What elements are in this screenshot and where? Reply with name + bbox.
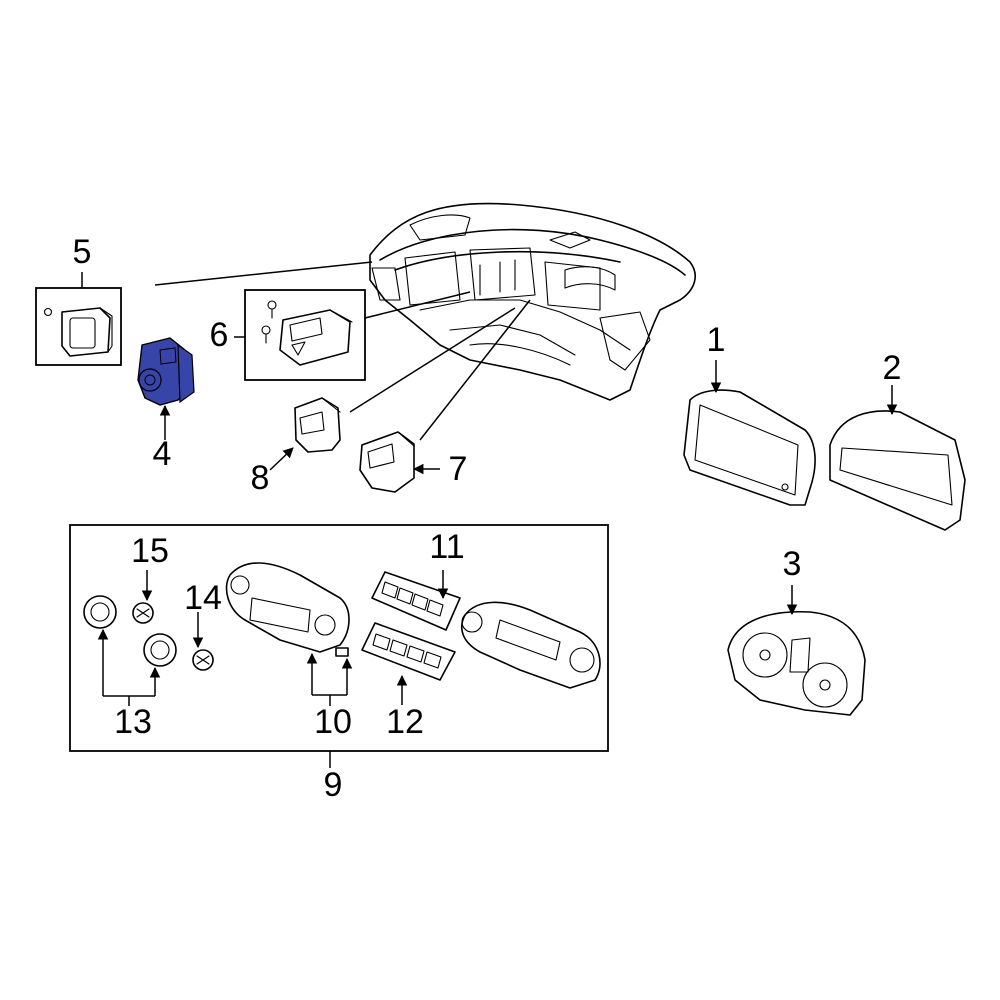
part-10-control-panel — [225, 562, 350, 657]
callout-15: 15 — [131, 532, 169, 570]
callout-1: 1 — [707, 321, 726, 359]
callout-11: 11 — [429, 528, 464, 566]
part-4-switch-highlighted — [137, 337, 195, 406]
dashboard-drawing — [369, 202, 696, 401]
part-15-knob-cap — [132, 602, 154, 624]
part-11-button-bank — [371, 571, 461, 631]
part-14-knob-cap — [192, 649, 214, 671]
callout-6: 6 — [210, 316, 229, 354]
callout-13: 13 — [114, 703, 152, 741]
callout-12: 12 — [386, 703, 424, 741]
part-7-switch — [359, 431, 415, 493]
part-3-gauge-cluster — [727, 610, 866, 716]
part-13-knob-b — [143, 633, 177, 667]
callout-10: 10 — [314, 703, 352, 741]
callout-14: 14 — [184, 579, 222, 617]
callout-4: 4 — [153, 435, 172, 473]
callout-numbers: 1 2 3 4 5 6 7 8 9 10 11 12 13 14 15 — [73, 233, 902, 804]
part-6-switch-with-screws — [244, 289, 366, 381]
part-2-cluster-bezel — [829, 410, 966, 531]
part-5-switch — [35, 287, 122, 366]
callout-2: 2 — [883, 349, 902, 387]
callout-5: 5 — [73, 233, 92, 271]
callout-8: 8 — [251, 459, 270, 497]
part-8-switch — [294, 397, 341, 453]
callout-leaders — [81, 272, 898, 768]
part-9-group-box — [69, 524, 609, 752]
callout-3: 3 — [783, 545, 802, 583]
part-9-climate-control-assembly — [461, 601, 601, 689]
dashboard-leaders — [154, 261, 531, 441]
callout-7: 7 — [449, 450, 468, 488]
part-1-cluster-lens — [683, 389, 816, 506]
part-13-knob-a — [83, 595, 117, 629]
part-12-button-bank — [361, 622, 456, 681]
callout-9: 9 — [324, 766, 343, 804]
